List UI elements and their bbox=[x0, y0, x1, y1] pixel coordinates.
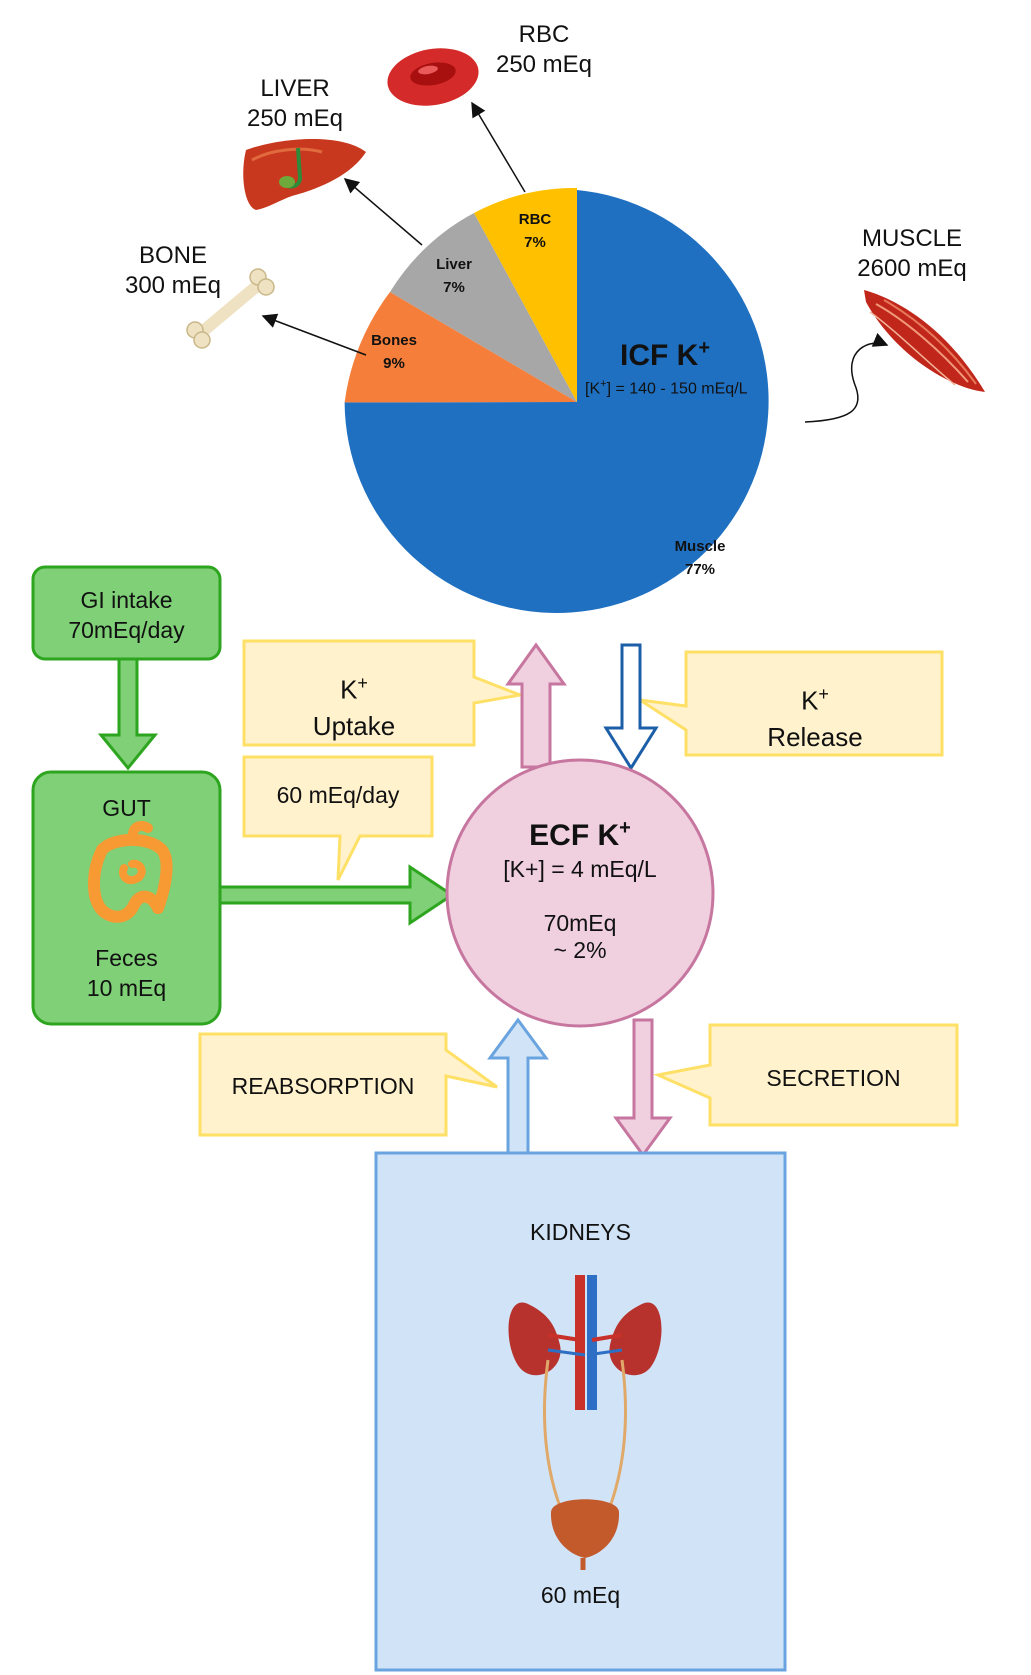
icf-title: ICF K+ bbox=[620, 337, 711, 372]
ecf-fraction: ~ 2% bbox=[553, 937, 607, 963]
pie-slice-muscle bbox=[344, 190, 769, 614]
kidneys-title: KIDNEYS bbox=[530, 1219, 631, 1245]
pointer-rbc bbox=[471, 101, 526, 193]
absorption-callout-shape bbox=[242, 755, 434, 881]
secretion-text: SECRETION bbox=[766, 1065, 901, 1091]
pointer-liver bbox=[343, 178, 423, 246]
ecf-concentration: [K+] = 4 mEq/L bbox=[503, 856, 657, 882]
release-callout-shape bbox=[639, 650, 944, 757]
gi-to-gut-arrow bbox=[97, 657, 159, 771]
icf-concentration: [K+] = 140 - 150 mEq/L bbox=[585, 378, 748, 398]
muscle-icon bbox=[864, 290, 985, 392]
icf-pie-chart bbox=[344, 187, 769, 614]
ecf-circle[interactable] bbox=[445, 758, 715, 1028]
pointer-bone bbox=[261, 313, 367, 356]
absorption-rate-text: 60 mEq/day bbox=[276, 782, 400, 808]
release-arrow[interactable] bbox=[603, 643, 659, 771]
bone-icon bbox=[186, 268, 275, 349]
kidneys-amount: 60 mEq bbox=[540, 1582, 621, 1608]
pie-slice-bones bbox=[344, 292, 577, 403]
ecf-title: ECF K+ bbox=[529, 817, 631, 852]
uptake-arrow[interactable] bbox=[505, 642, 567, 769]
gut-to-ecf-arrow bbox=[218, 864, 455, 926]
secretion-callout-shape bbox=[653, 1023, 959, 1127]
reabsorption-arrow[interactable] bbox=[487, 1017, 549, 1157]
pointer-muscle bbox=[804, 332, 889, 423]
secretion-arrow[interactable] bbox=[613, 1018, 673, 1158]
reabsorption-text: REABSORPTION bbox=[231, 1073, 415, 1099]
intestine-icon bbox=[88, 820, 173, 923]
uptake-callout-text: K+ Uptake bbox=[312, 673, 396, 741]
gut-title: GUT bbox=[102, 795, 151, 821]
kidneys-icon bbox=[508, 1275, 662, 1570]
pie-slice-rbc bbox=[474, 187, 577, 402]
release-callout-text: K+ Release bbox=[767, 684, 863, 752]
ecf-amount: 70mEq bbox=[543, 910, 617, 936]
pie-slice-liver bbox=[390, 213, 577, 402]
liver-icon bbox=[243, 138, 366, 210]
uptake-callout-shape bbox=[242, 639, 526, 747]
reabsorption-callout-shape bbox=[198, 1032, 498, 1137]
kidneys-box[interactable] bbox=[374, 1151, 787, 1672]
rbc-icon bbox=[387, 48, 479, 106]
